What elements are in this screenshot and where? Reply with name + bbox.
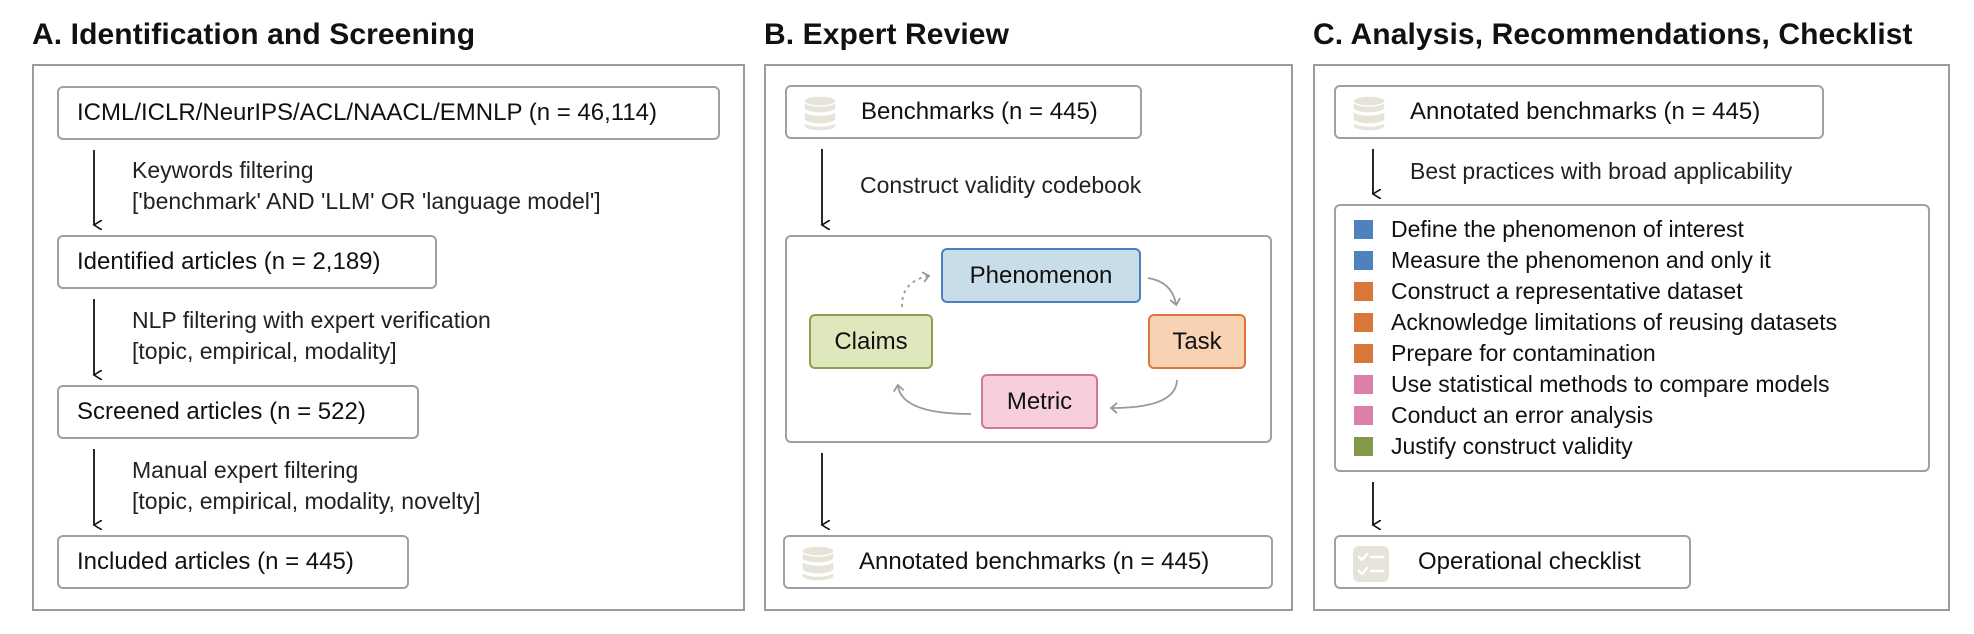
annotated-benchmarks-box-b: Annotated benchmarks (n = 445) bbox=[783, 535, 1273, 589]
category-swatch bbox=[1354, 344, 1373, 363]
keywords-filter-detail: ['benchmark' AND 'LLM' OR 'language mode… bbox=[132, 188, 601, 214]
practice-label: Construct a representative dataset bbox=[1391, 278, 1743, 304]
task-label: Task bbox=[1172, 327, 1222, 355]
practice-item: Construct a representative dataset bbox=[1354, 276, 1837, 307]
keywords-filter-title: Keywords filtering bbox=[132, 157, 314, 183]
best-practices-note: Best practices with broad applicability bbox=[1410, 158, 1793, 184]
manual-filter-detail: [topic, empirical, modality, novelty] bbox=[132, 488, 481, 514]
checklist-icon bbox=[1353, 546, 1389, 582]
operational-checklist-label: Operational checklist bbox=[1418, 548, 1641, 575]
source-venues-label: ICML/ICLR/NeurIPS/ACL/NAACL/EMNLP (n = 4… bbox=[77, 99, 658, 126]
section-c-title: C. Analysis, Recommendations, Checklist bbox=[1313, 18, 1913, 51]
practice-label: Prepare for contamination bbox=[1391, 340, 1656, 366]
screened-articles-label: Screened articles (n = 522) bbox=[77, 398, 366, 425]
operational-checklist-box: Operational checklist bbox=[1334, 535, 1691, 589]
task-node: Task bbox=[1148, 314, 1246, 369]
annotated-benchmarks-label-b: Annotated benchmarks (n = 445) bbox=[859, 548, 1210, 575]
best-practices-list: Define the phenomenon of interest Measur… bbox=[1354, 214, 1837, 462]
annotated-benchmarks-box-c: Annotated benchmarks (n = 445) bbox=[1334, 85, 1824, 139]
practice-item: Prepare for contamination bbox=[1354, 338, 1837, 369]
source-venues-box: ICML/ICLR/NeurIPS/ACL/NAACL/EMNLP (n = 4… bbox=[57, 86, 720, 140]
identified-articles-box: Identified articles (n = 2,189) bbox=[57, 235, 437, 289]
nlp-filter-title: NLP filtering with expert verification bbox=[132, 307, 491, 333]
practice-label: Use statistical methods to compare model… bbox=[1391, 371, 1830, 397]
database-icon bbox=[801, 545, 835, 582]
practice-label: Acknowledge limitations of reusing datas… bbox=[1391, 309, 1838, 335]
section-a-panel bbox=[32, 64, 745, 611]
annotated-benchmarks-label-c: Annotated benchmarks (n = 445) bbox=[1410, 98, 1761, 125]
manual-filter-title: Manual expert filtering bbox=[132, 457, 359, 483]
practice-item: Acknowledge limitations of reusing datas… bbox=[1354, 307, 1837, 338]
best-practices-box bbox=[1334, 204, 1930, 472]
practice-item: Use statistical methods to compare model… bbox=[1354, 369, 1837, 400]
practice-label: Define the phenomenon of interest bbox=[1391, 216, 1744, 242]
category-swatch bbox=[1354, 313, 1373, 332]
practice-label: Justify construct validity bbox=[1391, 433, 1633, 459]
included-articles-label: Included articles (n = 445) bbox=[77, 548, 354, 575]
database-icon bbox=[1352, 95, 1386, 132]
practice-item: Justify construct validity bbox=[1354, 431, 1837, 462]
database-icon bbox=[803, 95, 837, 132]
benchmarks-label: Benchmarks (n = 445) bbox=[861, 98, 1098, 125]
manual-filter-note: Manual expert filtering [topic, empirica… bbox=[132, 455, 481, 517]
practice-item: Measure the phenomenon and only it bbox=[1354, 245, 1837, 276]
codebook-note: Construct validity codebook bbox=[860, 172, 1142, 198]
screened-articles-box: Screened articles (n = 522) bbox=[57, 385, 419, 439]
category-swatch bbox=[1354, 220, 1373, 239]
phenomenon-node: Phenomenon bbox=[941, 248, 1141, 303]
category-swatch bbox=[1354, 282, 1373, 301]
metric-node: Metric bbox=[981, 374, 1098, 429]
practice-label: Conduct an error analysis bbox=[1391, 402, 1654, 428]
claims-label: Claims bbox=[834, 327, 908, 355]
category-swatch bbox=[1354, 406, 1373, 425]
category-swatch bbox=[1354, 251, 1373, 270]
metric-label: Metric bbox=[1006, 387, 1073, 415]
benchmarks-box: Benchmarks (n = 445) bbox=[785, 85, 1142, 139]
nlp-filter-detail: [topic, empirical, modality] bbox=[132, 338, 397, 364]
practice-label: Measure the phenomenon and only it bbox=[1391, 247, 1771, 273]
claims-node: Claims bbox=[809, 314, 933, 369]
nlp-filter-note: NLP filtering with expert verification [… bbox=[132, 305, 491, 367]
phenomenon-label: Phenomenon bbox=[969, 261, 1113, 289]
keywords-filter-note: Keywords filtering ['benchmark' AND 'LLM… bbox=[132, 155, 601, 217]
included-articles-box: Included articles (n = 445) bbox=[57, 535, 409, 589]
category-swatch bbox=[1354, 375, 1373, 394]
practice-item: Define the phenomenon of interest bbox=[1354, 214, 1837, 245]
section-b-title: B. Expert Review bbox=[764, 18, 1010, 51]
identified-articles-label: Identified articles (n = 2,189) bbox=[77, 248, 381, 275]
practice-item: Conduct an error analysis bbox=[1354, 400, 1837, 431]
category-swatch bbox=[1354, 437, 1373, 456]
section-a-title: A. Identification and Screening bbox=[32, 18, 476, 51]
